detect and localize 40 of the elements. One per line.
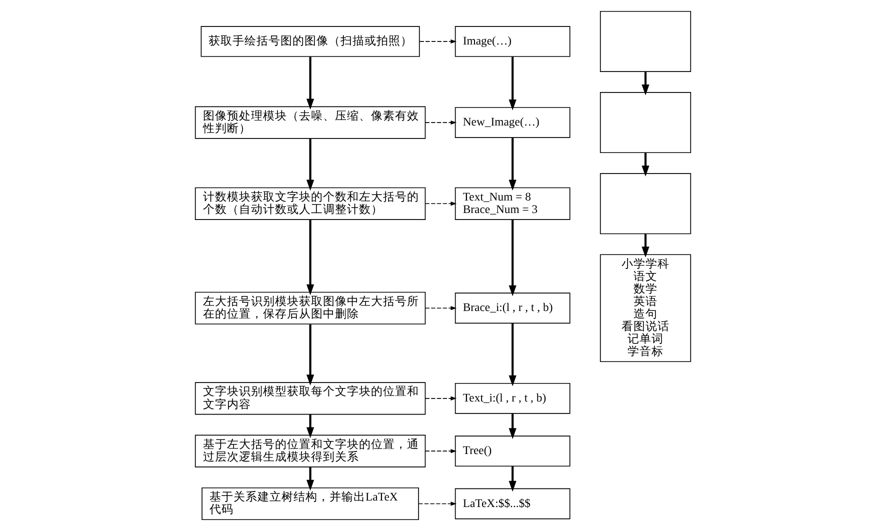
- arrow: [418, 502, 457, 506]
- arrow: [642, 234, 650, 258]
- node-box: 小学学科 语文 数学 英语 造句 看图说话 记单词 学音标: [600, 254, 692, 362]
- node-box: Brace_i:(l , r , t , b): [454, 292, 570, 324]
- arrow: [508, 138, 516, 191]
- arrow: [306, 324, 314, 386]
- arrow: [508, 220, 516, 296]
- arrow: [306, 56, 314, 110]
- arrow: [419, 39, 457, 44]
- arrow: [306, 220, 314, 296]
- node-box: 基于关系建立树结构，并输出LaTeX代码: [202, 487, 419, 520]
- arrow: [642, 72, 650, 96]
- arrow: [642, 152, 650, 176]
- node-box: 计数模块获取文字块的个数和左大括号的个数（自动计数或人工调整计数）: [194, 187, 426, 220]
- arrow: [306, 467, 314, 491]
- arrow: [424, 396, 457, 400]
- node-box: LaTeX:$$...$$: [454, 488, 570, 520]
- arrow: [424, 120, 457, 125]
- node-box: Tree(): [454, 436, 570, 467]
- node-box: [600, 92, 692, 154]
- node-box: 基于左大括号的位置和文字块的位置，通过层次逻辑生成模块得到关系: [194, 434, 426, 468]
- arrow: [306, 138, 314, 191]
- node-box: [600, 10, 692, 72]
- arrow: [508, 56, 516, 110]
- node-box: Image(…): [454, 26, 570, 57]
- node-box: [600, 173, 692, 234]
- node-box: 文字块识别模型获取每个文字块的位置和文字内容: [194, 382, 426, 415]
- node-box: 获取手绘括号图的图像（扫描或拍照）: [200, 26, 420, 57]
- arrow: [424, 202, 457, 206]
- node-box: Text_i:(l , r , t , b): [454, 382, 570, 414]
- arrow: [508, 323, 516, 386]
- node-box: New_Image(…): [454, 107, 570, 138]
- arrow: [508, 414, 516, 440]
- arrow: [424, 306, 457, 310]
- arrow: [508, 466, 516, 492]
- arrow: [306, 414, 314, 438]
- node-box: 左大括号识别模块获取图像中左大括号所在的位置，保存后从图中删除: [194, 292, 426, 324]
- arrow: [424, 449, 457, 454]
- node-box: 图像预处理模块（去噪、压缩、像素有效性判断）: [194, 106, 426, 139]
- node-box: Text_Num = 8 Brace_Num = 3: [454, 187, 570, 220]
